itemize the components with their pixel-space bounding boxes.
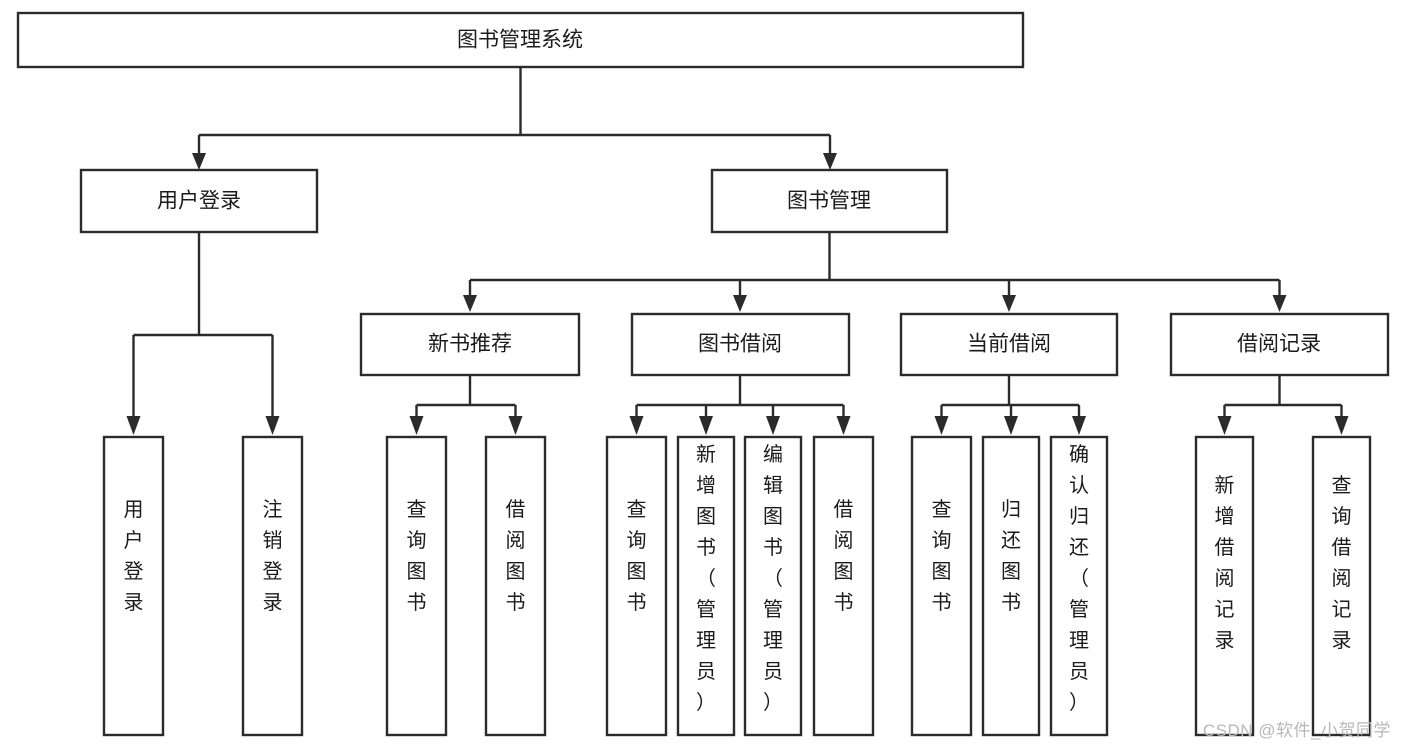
node-current-borrow-box[interactable] — [899, 312, 1119, 377]
arrow-l3-rec-query — [1334, 416, 1349, 435]
node-leaf-rec-add-box[interactable] — [1194, 435, 1255, 737]
arrow-user-login — [192, 153, 206, 170]
node-leaf-nb-borrow-book-label: 借阅图书 — [506, 498, 526, 614]
arrow-l3-nb-query — [409, 416, 424, 435]
arrow-l2-new-book — [463, 295, 477, 312]
node-borrow-record-box[interactable] — [1169, 312, 1390, 377]
node-leaf-cb-return-book-box[interactable] — [981, 435, 1041, 737]
arrow-l2-borrow — [733, 295, 747, 312]
node-leaf-cb-query-book-label: 查询图书 — [932, 498, 952, 614]
node-leaf-cb-return-book-label: 归还图书 — [1001, 498, 1021, 614]
node-current-borrow-label: 当前借阅 — [967, 333, 1051, 356]
node-leaf-rec-add-label: 新增借阅记录 — [1215, 474, 1235, 652]
node-leaf-nb-query-book[interactable]: 查询图书 — [385, 435, 448, 737]
node-leaf-bb-query-book-label: 查询图书 — [627, 498, 647, 614]
node-leaf-nb-borrow-book[interactable]: 借阅图书 — [484, 435, 547, 737]
node-leaf-bb-add-book[interactable]: 新增图书（管理员） — [676, 435, 736, 737]
arrow-l3-bb-query — [629, 416, 644, 435]
node-book-manage-box[interactable] — [710, 168, 949, 234]
arrow-l3-bb-add — [699, 416, 713, 435]
node-root-box[interactable] — [16, 11, 1025, 69]
csdn-watermark: CSDN @软件_小贺同学 — [1202, 721, 1391, 740]
node-leaf-bb-query-book-box[interactable] — [605, 435, 668, 737]
node-new-book-label: 新书推荐 — [428, 333, 512, 356]
node-leaf-user-login-box[interactable] — [102, 435, 165, 737]
node-leaf-cb-query-book-box[interactable] — [910, 435, 973, 737]
node-book-borrow-label: 图书借阅 — [698, 333, 782, 356]
arrow-l3-cb-query — [934, 416, 949, 435]
node-user-login[interactable]: 用户登录 — [79, 168, 319, 234]
arrow-l2-record — [1272, 295, 1287, 312]
node-root[interactable]: 图书管理系统 — [16, 11, 1025, 69]
arrow-l3-user-login — [126, 416, 141, 435]
node-user-login-box[interactable] — [79, 168, 319, 234]
node-group: 图书管理系统 用户登录 图书管理 新书推荐 图书借阅 — [16, 11, 1390, 737]
node-leaf-rec-query-label: 查询借阅记录 — [1332, 474, 1352, 652]
node-leaf-bb-edit-book-label: 编辑图书（管理员） — [763, 443, 783, 714]
node-book-manage-label: 图书管理 — [787, 190, 871, 213]
node-leaf-nb-query-book-box[interactable] — [385, 435, 448, 737]
node-book-borrow[interactable]: 图书借阅 — [630, 312, 851, 377]
arrow-l3-rec-add — [1217, 416, 1232, 435]
arrow-l3-cb-return — [1004, 416, 1018, 435]
node-leaf-rec-query-box[interactable] — [1311, 435, 1372, 737]
node-book-manage[interactable]: 图书管理 — [710, 168, 949, 234]
arrow-l3-bb-borrow — [836, 416, 851, 435]
node-leaf-nb-borrow-book-box[interactable] — [484, 435, 547, 737]
node-leaf-cb-return-book[interactable]: 归还图书 — [981, 435, 1041, 737]
arrow-l3-bb-edit — [766, 416, 780, 435]
node-leaf-cb-confirm-return[interactable]: 确认归还（管理员） — [1049, 435, 1109, 737]
node-leaf-cb-confirm-return-box[interactable] — [1049, 435, 1109, 737]
node-leaf-bb-edit-book-box[interactable] — [743, 435, 803, 737]
node-leaf-rec-add[interactable]: 新增借阅记录 — [1194, 435, 1255, 737]
node-leaf-cb-query-book[interactable]: 查询图书 — [910, 435, 973, 737]
arrow-l3-cb-confirm — [1072, 416, 1086, 435]
node-leaf-bb-borrow-book[interactable]: 借阅图书 — [812, 435, 875, 737]
node-leaf-bb-edit-book[interactable]: 编辑图书（管理员） — [743, 435, 803, 737]
node-user-login-label: 用户登录 — [157, 190, 241, 213]
node-root-label: 图书管理系统 — [457, 29, 583, 52]
node-leaf-user-logout-box[interactable] — [241, 435, 304, 737]
node-leaf-bb-query-book[interactable]: 查询图书 — [605, 435, 668, 737]
connector-group — [126, 67, 1349, 435]
node-book-borrow-box[interactable] — [630, 312, 851, 377]
node-leaf-cb-confirm-return-label: 确认归还（管理员） — [1069, 443, 1089, 714]
node-new-book[interactable]: 新书推荐 — [359, 312, 581, 377]
arrow-l3-user-logout — [265, 416, 280, 435]
node-new-book-box[interactable] — [359, 312, 581, 377]
arrow-book-manage — [823, 153, 837, 170]
node-borrow-record-label: 借阅记录 — [1237, 333, 1321, 356]
node-leaf-user-login-label: 用户登录 — [124, 499, 144, 614]
node-borrow-record[interactable]: 借阅记录 — [1169, 312, 1390, 377]
arrow-l2-current — [1002, 295, 1016, 312]
node-leaf-rec-query[interactable]: 查询借阅记录 — [1311, 435, 1372, 737]
node-leaf-nb-query-book-label: 查询图书 — [407, 498, 427, 614]
node-current-borrow[interactable]: 当前借阅 — [899, 312, 1119, 377]
node-leaf-bb-add-book-label: 新增图书（管理员） — [696, 443, 716, 714]
node-leaf-user-logout-label: 注销登录 — [263, 498, 283, 614]
arrow-l3-nb-borrow — [508, 416, 523, 435]
node-leaf-user-login[interactable]: 用户登录 — [102, 435, 165, 737]
node-leaf-bb-borrow-book-box[interactable] — [812, 435, 875, 737]
node-leaf-user-logout[interactable]: 注销登录 — [241, 435, 304, 737]
node-leaf-bb-add-book-box[interactable] — [676, 435, 736, 737]
node-leaf-bb-borrow-book-label: 借阅图书 — [834, 498, 854, 614]
